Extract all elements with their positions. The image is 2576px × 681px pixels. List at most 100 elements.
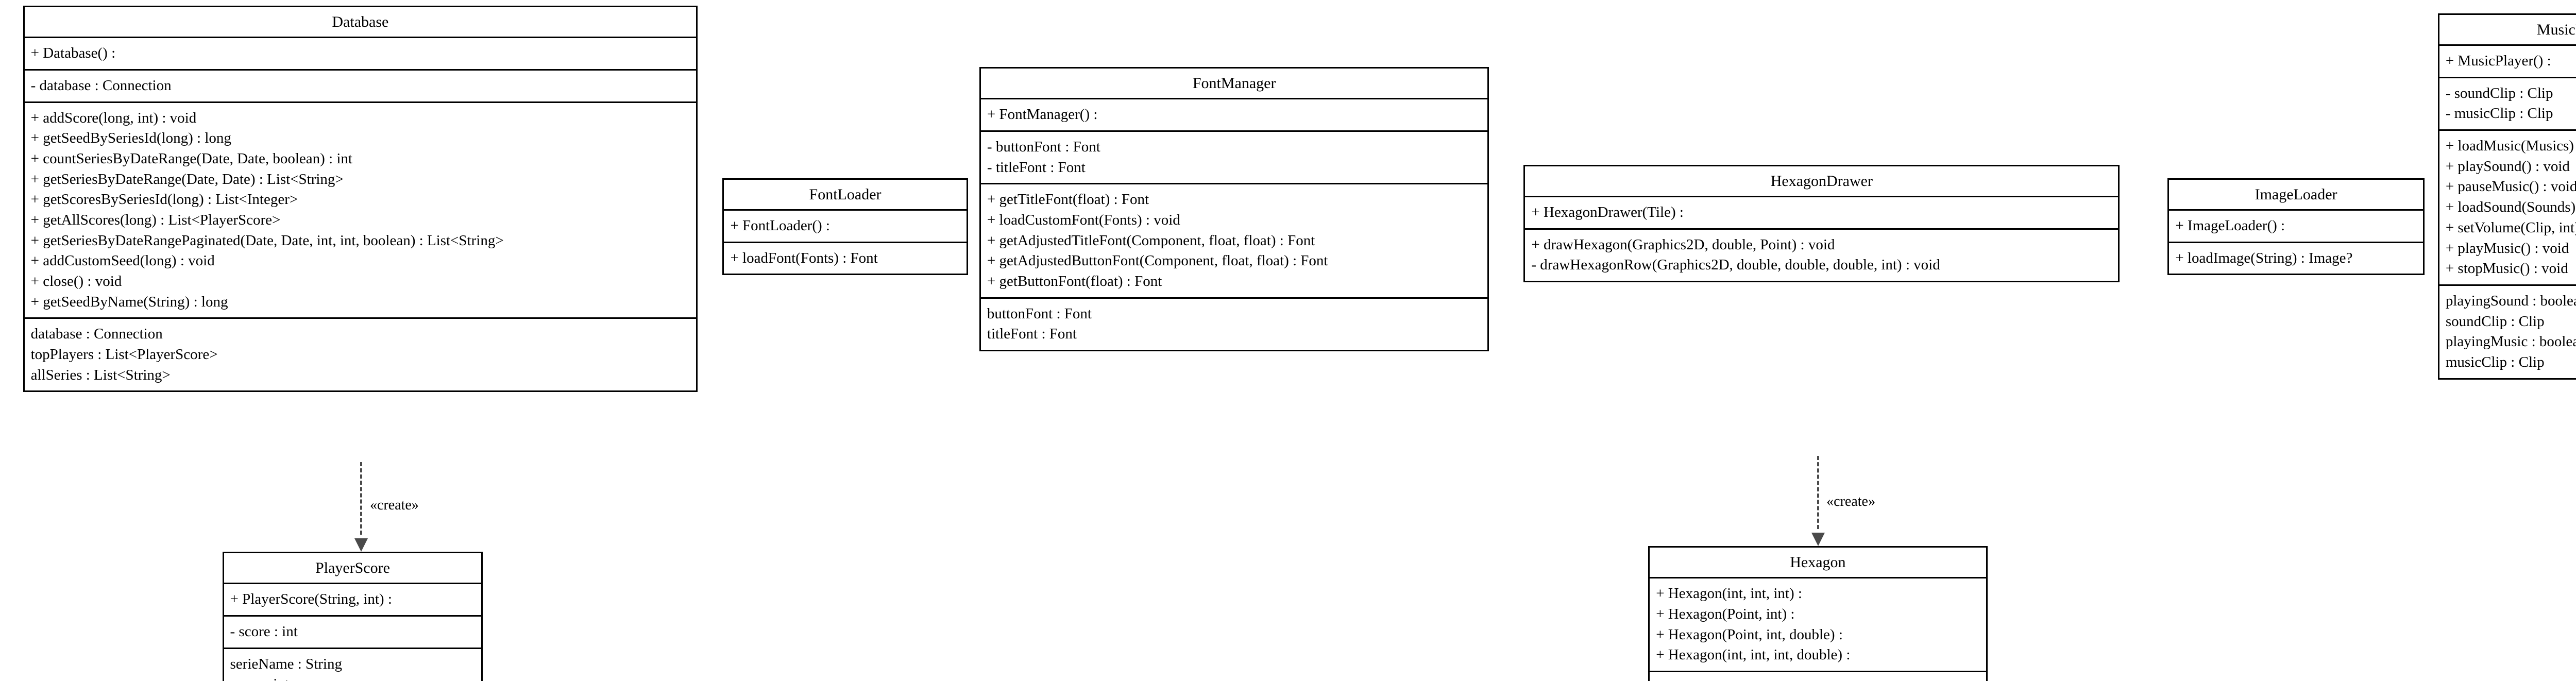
uml-class-database[interactable]: Database + Database() : - database : Conne…: [23, 6, 698, 393]
uml-class-hexagondrawer[interactable]: HexagonDrawer + HexagonDrawer(Tile) : + dr…: [1523, 164, 2120, 282]
dependency-arrowhead-icon: [1811, 533, 1825, 547]
class-member: + FontManager() :: [987, 106, 1098, 123]
class-member: + loadFont(Fonts) : Font: [730, 249, 878, 266]
class-member: soundClip : Clip: [2445, 313, 2545, 330]
class-section-musicplayer-2: + loadMusic(Musics) : void + playSound() …: [2439, 129, 2576, 284]
class-member: - titleFont : Font: [987, 159, 1086, 176]
dependency-line: [1817, 456, 1819, 529]
class-member: + drawHexagon(Graphics2D, double, Point)…: [1531, 236, 1835, 253]
class-member: + close() : void: [30, 273, 122, 290]
class-member: + Hexagon(Point, int, double) :: [1656, 626, 1843, 643]
dependency-line: [360, 462, 363, 535]
class-member: - soundClip : Clip: [2445, 84, 2553, 101]
class-member: + getAdjustedButtonFont(Component, float…: [987, 252, 1328, 269]
class-member: - calculateAngle(int, double) : double: [1656, 677, 1979, 681]
class-section-playerscore-1: - score : int: [224, 615, 482, 648]
uml-class-playerscore[interactable]: PlayerScore + PlayerScore(String, int) : -…: [222, 552, 483, 681]
class-member: buttonFont : Font: [987, 305, 1092, 322]
class-section-imageloader-0: + ImageLoader() :: [2169, 209, 2423, 242]
class-section-musicplayer-0: + MusicPlayer() :: [2439, 44, 2576, 77]
class-member: database : Connection: [30, 326, 163, 343]
class-member: + playSound() : void: [2445, 158, 2570, 175]
class-member: + addCustomSeed(long) : void: [30, 252, 215, 269]
class-section-fontloader-0: + FontLoader() :: [724, 209, 967, 242]
class-member: playingMusic : boolean: [2445, 333, 2576, 350]
class-member: + pauseMusic() : void: [2445, 178, 2576, 195]
class-member: + getSeriesByDateRange(Date, Date) : Lis…: [30, 171, 344, 188]
class-member: + stopMusic() : void: [2445, 260, 2568, 277]
class-section-database-3: database : Connection topPlayers : List<P…: [24, 317, 697, 390]
class-member: + addScore(long, int) : void: [30, 109, 197, 126]
class-section-playerscore-2: serieName : String score : int: [224, 647, 482, 681]
class-section-hexagondrawer-0: + HexagonDrawer(Tile) :: [1525, 195, 2119, 228]
class-section-fontmanager-3: buttonFont : Font titleFont : Font: [980, 297, 1488, 350]
dependency-arrowhead-icon: [354, 538, 368, 552]
uml-class-imageloader[interactable]: ImageLoader + ImageLoader() : + loadImage(…: [2167, 178, 2425, 276]
uml-class-fontloader[interactable]: FontLoader + FontLoader() : + loadFont(Fon…: [722, 178, 968, 276]
class-section-fontmanager-2: + getTitleFont(float) : Font + loadCustom…: [980, 183, 1488, 297]
class-name-playerscore: PlayerScore: [315, 559, 390, 577]
class-name-database: Database: [332, 13, 389, 31]
class-name-fontmanager: FontManager: [1192, 75, 1276, 92]
class-section-hexagondrawer-1: + drawHexagon(Graphics2D, double, Point)…: [1525, 228, 2119, 281]
class-member: allSeries : List<String>: [30, 366, 171, 383]
dependency-stereotype-label: «create»: [1826, 493, 1875, 509]
class-member: serieName : String: [230, 655, 342, 672]
class-member: + Database() :: [30, 45, 116, 62]
class-section-fontmanager-0: + FontManager() :: [980, 98, 1488, 130]
class-member: + getSeedBySeriesId(long) : long: [30, 130, 231, 147]
class-member: + playMusic() : void: [2445, 240, 2569, 257]
class-section-playerscore-0: + PlayerScore(String, int) :: [224, 583, 482, 615]
class-section-fontloader-1: + loadFont(Fonts) : Font: [724, 241, 967, 274]
class-member: + getTitleFont(float) : Font: [987, 191, 1149, 208]
class-section-hexagon-1: - calculateAngle(int, double) : double: [1650, 670, 1986, 681]
class-section-imageloader-1: + loadImage(String) : Image?: [2169, 241, 2423, 274]
class-section-database-1: - database : Connection: [24, 69, 697, 101]
class-member: + Hexagon(Point, int) :: [1656, 605, 1795, 622]
class-member: + loadSound(Sounds) : void: [2445, 199, 2576, 216]
class-section-database-2: + addScore(long, int) : void + getSeedByS…: [24, 101, 697, 318]
uml-class-musicplayer[interactable]: MusicPlayer + MusicPlayer() : - soundClip …: [2437, 13, 2576, 380]
class-member: - score : int: [230, 623, 298, 640]
class-member: score : int: [230, 674, 476, 681]
class-section-database-0: + Database() :: [24, 37, 697, 69]
class-name-imageloader: ImageLoader: [2255, 185, 2337, 203]
class-member: + getAllScores(long) : List<PlayerScore>: [30, 211, 281, 228]
class-member: + countSeriesByDateRange(Date, Date, boo…: [30, 150, 352, 167]
class-member: + HexagonDrawer(Tile) :: [1531, 203, 1684, 220]
class-name-hexagondrawer: HexagonDrawer: [1770, 172, 1873, 190]
class-member: playingSound : boolean: [2445, 292, 2576, 309]
class-member: + getScoresBySeriesId(long) : List<Integ…: [30, 191, 298, 208]
class-member: + MusicPlayer() :: [2445, 53, 2551, 70]
dependency-stereotype-label: «create»: [369, 497, 419, 514]
uml-class-fontmanager[interactable]: FontManager + FontManager() : - buttonFont…: [979, 67, 1489, 352]
class-member: + setVolume(Clip, int) : void: [2445, 219, 2576, 236]
class-member: + loadImage(String) : Image?: [2175, 249, 2353, 266]
class-member: + Hexagon(int, int, int) :: [1656, 585, 1802, 602]
class-name-musicplayer: MusicPlayer: [2536, 21, 2576, 39]
class-member: + getButtonFont(float) : Font: [987, 273, 1162, 290]
class-member: + ImageLoader() :: [2175, 217, 2285, 234]
class-member: + Hexagon(int, int, int, double) :: [1656, 646, 1851, 663]
class-member: + PlayerScore(String, int) :: [230, 591, 392, 608]
class-name-fontloader: FontLoader: [809, 185, 882, 203]
class-member: + getAdjustedTitleFont(Component, float,…: [987, 232, 1315, 249]
class-member: - database : Connection: [30, 77, 172, 94]
class-member: + loadMusic(Musics) : void: [2445, 138, 2576, 155]
class-section-fontmanager-1: - buttonFont : Font - titleFont : Font: [980, 130, 1488, 183]
class-member: musicClip : Clip: [2445, 353, 2545, 370]
class-member: titleFont : Font: [987, 326, 1077, 343]
class-member: + FontLoader() :: [730, 217, 830, 234]
class-member: + loadCustomFont(Fonts) : void: [987, 211, 1180, 228]
uml-class-hexagon[interactable]: Hexagon+ Hexagon(int, int, int) :+ Hexag…: [1648, 546, 1988, 681]
class-member: - musicClip : Clip: [2445, 105, 2553, 122]
class-section-musicplayer-3: playingSound : boolean soundClip : Clip pl…: [2439, 284, 2576, 378]
class-section-hexagon-0: + Hexagon(int, int, int) : + Hexagon(Poin…: [1650, 577, 1986, 671]
class-member: topPlayers : List<PlayerScore>: [30, 346, 218, 363]
class-name-hexagon: Hexagon: [1790, 554, 1846, 571]
class-member: - buttonFont : Font: [987, 138, 1100, 155]
class-member: + getSeriesByDateRangePaginated(Date, Da…: [30, 232, 504, 249]
class-section-musicplayer-1: - soundClip : Clip - musicClip : Clip: [2439, 76, 2576, 129]
class-member: + getSeedByName(String) : long: [30, 293, 228, 310]
